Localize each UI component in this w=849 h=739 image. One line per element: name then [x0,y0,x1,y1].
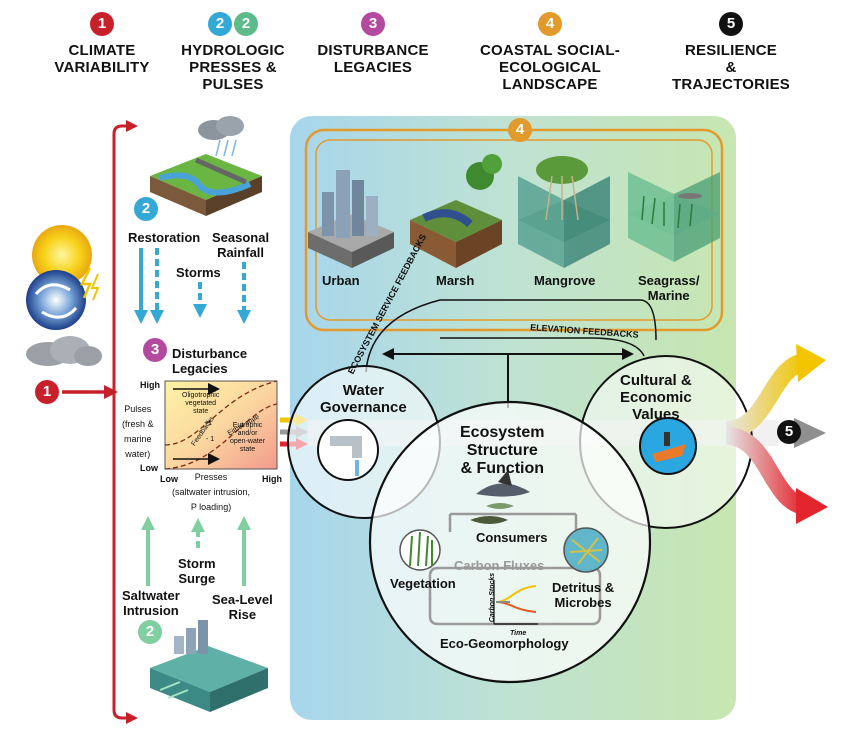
urban-icon [308,170,394,268]
mangrove-icon [518,156,610,268]
cultural-values-label: Cultural & Economic Values [620,372,692,423]
ecosystem-circle [368,400,652,684]
header-badge: 4 [538,12,562,36]
legacies-y-label: Pulses (fresh & marine water) [122,404,154,459]
ecosystem-service-feedback-line [365,299,657,373]
legacies-y-low: Low [140,463,158,473]
consumers-label: Consumers [476,530,548,545]
panel-seagrass-label: Seagrass/ Marine [638,273,700,303]
legacies-state-top: Oligotrophic vegetated state [182,392,220,415]
vegetation-icon [399,529,441,571]
storm-surge-arrow [191,518,205,548]
sea-level-arrow [237,516,251,586]
carbon-stocks-chart [493,580,538,625]
hurricane-icon [26,270,86,330]
climate-badge: 1 [34,380,59,404]
header-title: HYDROLOGIC PRESSES & PULSES [181,42,285,93]
header-badge: 2 [234,12,258,36]
header-title: RESILIENCE & TRAJECTORIES [672,42,790,93]
legacies-plot [164,380,278,470]
geomorph-label: Eco-Geomorphology [440,636,569,651]
legacies-minus: - 1 [206,436,215,443]
legacies-x-high: High [262,474,282,484]
header-title: DISTURBANCE LEGACIES [317,42,429,76]
saltwater-arrow [141,516,155,586]
badge-number: 3 [143,338,167,362]
vegetation-label: Vegetation [390,576,456,591]
header-title: CLIMATE VARIABILITY [54,42,150,76]
carbon-fluxes-label: Carbon Fluxes [454,558,545,573]
header-disturbance: 3 DISTURBANCE LEGACIES [308,12,438,76]
legacies-badge: 3 [142,338,167,362]
badge-number: 4 [508,118,532,142]
header-coastal: 4 COASTAL SOCIAL- ECOLOGICAL LANDSCAPE [470,12,630,93]
restoration-label: Restoration [128,230,201,245]
resilience-badge: 5 [776,420,801,444]
lightning-icon [79,267,100,301]
sun-icon [32,225,92,285]
restoration-arrows [134,248,164,324]
legacies-state-bottom: Eutrophic and/or open-water state [230,422,266,453]
seasonal-rainfall-arrow [237,262,251,324]
marsh-icon [410,154,502,268]
header-title: COASTAL SOCIAL- ECOLOGICAL LANDSCAPE [480,42,620,93]
hydro-top-badge: 2 [133,197,158,221]
storms-arrow [193,282,207,318]
hydrology-landscape-top-icon [150,116,262,216]
carbon-stocks-label: Carbon Stocks [489,572,497,623]
seagrass-icon [628,172,720,262]
legacies-x-label: Presses (saltwater intrusion, P loading) [172,472,251,512]
header-badge: 5 [719,12,743,36]
panel-mangrove-label: Mangrove [534,273,596,288]
header-resilience: 5 RESILIENCE & TRAJECTORIES [666,12,796,93]
legacies-plus: +1 [204,420,212,427]
badge-number: 1 [35,380,59,404]
seasonal-rainfall-label: Seasonal Rainfall [212,230,270,260]
saltwater-label: Saltwater Intrusion [122,588,180,618]
header-badge: 3 [361,12,385,36]
panel-urban-label: Urban [322,273,360,288]
carbon-loop-top [428,566,602,600]
panel-marsh-label: Marsh [436,273,475,288]
badge-number: 2 [134,197,158,221]
landscape-badge: 4 [507,118,532,142]
badge-number: 2 [138,620,162,644]
sea-level-label: Sea-Level Rise [212,592,273,622]
header-badge: 2 [208,12,232,36]
trajectory-arrows [724,344,828,524]
storm-cloud-icon [26,336,102,366]
badge-number: 5 [777,420,801,444]
legacies-y-high: High [140,380,160,390]
water-governance-label: Water Governance [320,382,407,416]
boat-icon [639,417,697,475]
legacies-x-low: Low [160,474,178,484]
header-climate: 1 CLIMATE VARIABILITY [42,12,162,76]
ecosystem-label: Ecosystem Structure & Function [460,424,545,477]
legacies-title: Disturbance Legacies [172,346,248,376]
consumers-icon [470,470,530,524]
hydrology-landscape-bottom-icon [150,620,268,712]
header-badge: 1 [90,12,114,36]
detritus-label: Detritus & Microbes [552,580,615,610]
elevation-feedback-line [440,337,645,357]
hydro-bottom-badge: 2 [137,620,162,644]
time-label: Time [510,630,527,637]
climate-bracket [112,124,132,720]
detritus-microbes-icon [563,527,609,573]
storm-surge-label: Storm Surge [178,556,216,586]
storms-label: Storms [176,265,221,280]
faucet-icon [317,419,379,481]
